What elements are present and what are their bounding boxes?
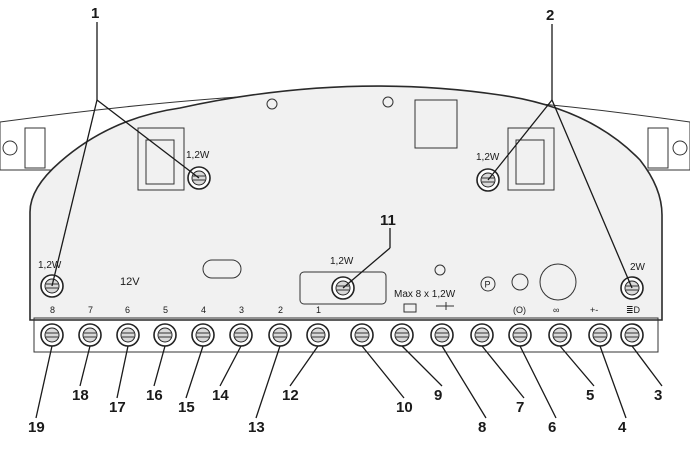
oval-slot	[202, 259, 242, 279]
slot-number: 5	[163, 305, 168, 315]
wattage-label-left-edge: 1,2W	[38, 260, 62, 271]
connector-strip	[33, 317, 659, 353]
callout-label-2: 2	[546, 7, 554, 24]
slot-number: 3	[239, 305, 244, 315]
callout-label-5: 5	[586, 387, 594, 404]
symbol-row: P (O) ∞ +- ≣D	[403, 276, 641, 315]
cutout-center	[414, 99, 458, 149]
cutout-right	[507, 127, 555, 191]
slot-number: 2	[278, 305, 283, 315]
callout-label-1: 1	[91, 5, 99, 22]
callout-label-10: 10	[396, 399, 413, 416]
parking-icon	[480, 276, 496, 292]
bottom-bulb	[620, 323, 644, 347]
bottom-bulb-row	[40, 323, 644, 347]
leader-lines	[51, 22, 633, 289]
callout-label-9: 9	[434, 387, 442, 404]
slot-number: 8	[50, 305, 55, 315]
wattage-label-center: 1,2W	[330, 256, 354, 267]
voltage-label: 12V	[120, 276, 140, 288]
max-rating-label: Max 8 x 1,2W	[394, 289, 456, 300]
screw-hole	[266, 98, 278, 110]
bottom-bulb	[229, 323, 253, 347]
bottom-bulb	[78, 323, 102, 347]
bottom-bulb	[191, 323, 215, 347]
bottom-bulb	[430, 323, 454, 347]
callout-label-4: 4	[618, 419, 627, 436]
callout-label-11: 11	[380, 212, 396, 229]
callout-label-3: 3	[654, 387, 662, 404]
slot-number: 1	[316, 305, 321, 315]
slot-number: 6	[125, 305, 130, 315]
bottom-bulb	[470, 323, 494, 347]
callout-label-7: 7	[516, 399, 524, 416]
callout-label-13: 13	[248, 419, 265, 436]
callout-label-14: 14	[212, 387, 229, 404]
slot-number: 7	[88, 305, 93, 315]
highbeam-icon: ≣D	[626, 305, 641, 315]
callout-label-15: 15	[178, 399, 195, 416]
heater-icon: ∞	[553, 305, 559, 315]
bottom-callout-row: 19 18 17 16 15 14 13 12 10 9 8 7 6 5 4 3	[28, 387, 662, 436]
bottom-bulb	[350, 323, 374, 347]
bottom-bulb	[588, 323, 612, 347]
brake-icon: (O)	[513, 305, 526, 315]
callout-label-18: 18	[72, 387, 89, 404]
screw-hole	[434, 264, 446, 276]
bottom-bulb	[548, 323, 572, 347]
bottom-bulb	[508, 323, 532, 347]
wattage-label-right-edge: 2W	[630, 262, 646, 273]
round-boss	[511, 273, 529, 291]
wattage-label-upper-right: 1,2W	[476, 152, 500, 163]
slot-number: 4	[201, 305, 206, 315]
cutout-left	[137, 127, 185, 191]
callout-label-17: 17	[109, 399, 126, 416]
callout-label-6: 6	[548, 419, 556, 436]
callout-label-19: 19	[28, 419, 45, 436]
callout-label-16: 16	[146, 387, 163, 404]
bottom-leader-lines	[35, 345, 663, 419]
slot-number-row: 8 7 6 5 4 3 2 1	[50, 305, 321, 315]
battery-icon: +-	[590, 305, 598, 315]
bottom-bulb	[40, 323, 64, 347]
svg-text:P: P	[485, 280, 491, 290]
cluster-housing	[29, 85, 663, 321]
screw-hole	[382, 96, 394, 108]
bottom-bulb	[306, 323, 330, 347]
bottom-bulb	[268, 323, 292, 347]
wattage-label-upper-left: 1,2W	[186, 150, 210, 161]
bottom-bulb	[116, 323, 140, 347]
gauge-boss	[539, 263, 577, 301]
bottom-bulb	[153, 323, 177, 347]
callout-label-12: 12	[282, 387, 299, 404]
callout-label-8: 8	[478, 419, 486, 436]
bottom-bulb	[390, 323, 414, 347]
